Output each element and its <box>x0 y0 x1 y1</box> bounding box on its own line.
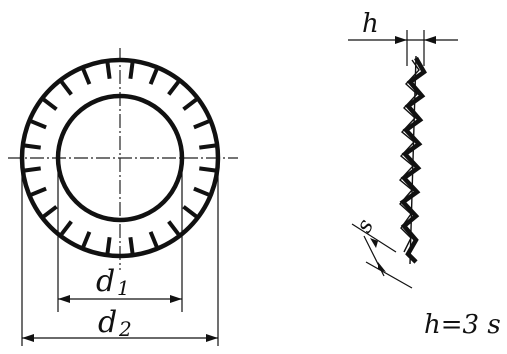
formula-label: h=3 s <box>424 310 501 340</box>
s-arrow-bottom <box>378 262 386 272</box>
d2-arrow-left <box>22 334 34 342</box>
h-arrow-right <box>424 36 436 44</box>
h-label: h <box>362 9 379 39</box>
tooth-mark <box>60 220 73 236</box>
tooth-mark <box>128 62 135 79</box>
inner-diameter-circle <box>55 93 185 223</box>
d1-subscript: 1 <box>117 276 130 300</box>
tooth-mark <box>199 143 216 150</box>
washer-front-view <box>8 48 238 270</box>
s-label: s <box>352 215 379 237</box>
d2-arrow-right <box>206 334 218 342</box>
washer-side-view: h s <box>348 9 458 289</box>
tooth-mark <box>60 80 73 96</box>
tooth-mark <box>148 231 159 248</box>
tooth-mark <box>30 119 47 130</box>
s-extension-top <box>351 223 397 253</box>
d2-label: d <box>98 305 117 340</box>
s-arrow-top <box>370 238 378 248</box>
tooth-mark <box>105 237 112 254</box>
tooth-mark <box>128 237 135 254</box>
tooth-mark <box>193 186 210 197</box>
tooth-mark <box>167 220 180 236</box>
tooth-mark <box>42 98 58 111</box>
d1-label: d <box>96 264 115 299</box>
tooth-mark <box>30 186 47 197</box>
tooth-mark <box>167 80 180 96</box>
tooth-mark <box>24 166 41 173</box>
tooth-mark <box>42 205 58 218</box>
d1-arrow-right <box>170 295 182 303</box>
s-extension-bottom <box>365 261 413 289</box>
tooth-mark <box>182 98 198 111</box>
tooth-mark <box>199 166 216 173</box>
tooth-mark <box>81 231 92 248</box>
d1-arrow-left <box>58 295 70 303</box>
tooth-mark <box>148 68 159 85</box>
side-profile-outline <box>399 56 427 264</box>
tooth-mark <box>182 205 198 218</box>
tooth-mark <box>24 143 41 150</box>
tooth-mark <box>105 62 112 79</box>
tooth-mark <box>81 68 92 85</box>
outer-diameter-circle <box>19 57 221 259</box>
h-arrow-left <box>395 36 407 44</box>
side-profile-inner <box>398 59 420 253</box>
d2-subscript: 2 <box>118 317 132 341</box>
side-profile-center <box>409 55 417 265</box>
radial-teeth <box>24 62 216 254</box>
diameter-dimensions: d 1 d 2 <box>21 170 219 346</box>
tooth-mark <box>193 119 210 130</box>
